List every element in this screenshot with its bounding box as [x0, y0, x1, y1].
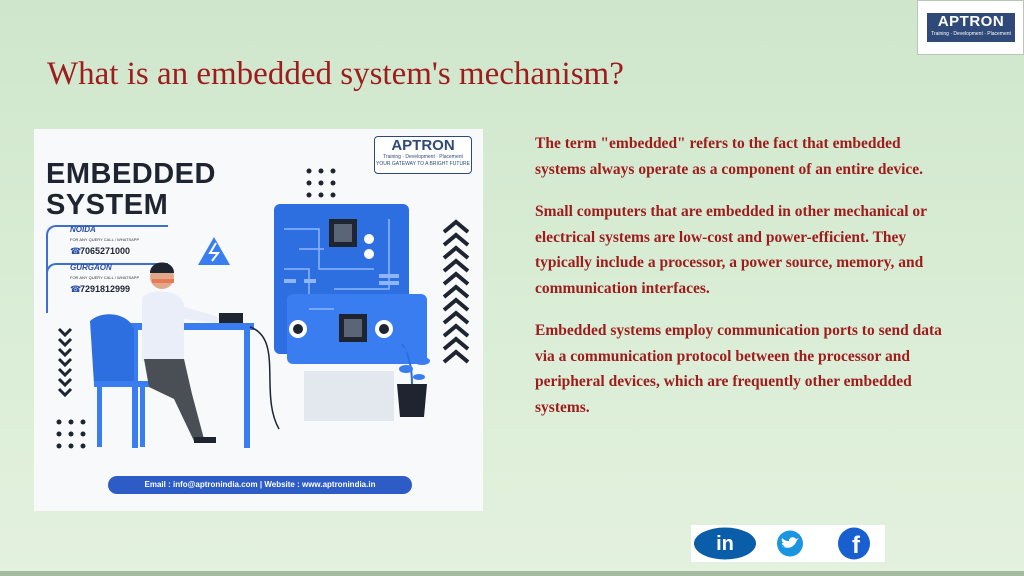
- paragraph: Small computers that are embedded in oth…: [535, 203, 927, 297]
- slide-body: The term "embedded" refers to the fact t…: [535, 131, 955, 437]
- circuit-board-illustration: [274, 204, 427, 364]
- dot-grid-icon: [56, 419, 86, 449]
- aptron-logo: APTRON Training · Development · Placemen…: [917, 0, 1024, 55]
- bottom-border: [0, 571, 1024, 576]
- dot-grid-icon: [306, 168, 336, 198]
- engineer-person-illustration: [142, 262, 219, 443]
- poster-logo-slogan: YOUR GATEWAY TO A BRIGHT FUTURE: [376, 161, 470, 167]
- lightning-warning-icon: [198, 237, 230, 265]
- contact-city: GURGAON: [70, 263, 112, 272]
- poster-title-line2: SYSTEM: [46, 189, 169, 221]
- poster-logo-wordmark: APTRON: [391, 137, 455, 154]
- paragraph: The term "embedded" refers to the fact t…: [535, 135, 924, 178]
- phone-icon: ☎: [70, 246, 82, 256]
- contact-gurgaon: GURGAON FOR ANY QUERY CALL / WHATSAPP ☎ …: [46, 263, 168, 313]
- chevron-up-icon: [442, 219, 470, 364]
- potted-plant-illustration: [393, 343, 430, 417]
- social-links-bar: in f: [691, 525, 885, 562]
- contact-subtext: FOR ANY QUERY CALL / WHATSAPP: [70, 275, 140, 280]
- paragraph: Embedded systems employ communication po…: [535, 322, 942, 416]
- contact-city: NOIDA: [70, 225, 96, 234]
- twitter-icon[interactable]: [777, 530, 803, 557]
- chevron-down-icon: [57, 327, 73, 398]
- contact-footer-bar: Email : info@aptronindia.com | Website :…: [108, 476, 412, 494]
- poster-logo-tagline: Training · Development · Placement: [383, 154, 463, 160]
- linkedin-icon[interactable]: in: [694, 527, 756, 560]
- linkedin-label: in: [716, 533, 734, 555]
- embedded-system-poster: EMBEDDED SYSTEM APTRON Training · Develo…: [34, 129, 483, 511]
- contact-noida: NOIDA FOR ANY QUERY CALL / WHATSAPP ☎ 70…: [46, 225, 168, 275]
- poster-logo: APTRON Training · Development · Placemen…: [374, 136, 472, 174]
- desk-illustration: [129, 313, 280, 448]
- aptron-logo-badge: APTRON Training · Development · Placemen…: [927, 13, 1015, 42]
- contact-phone: 7065271000: [80, 246, 131, 256]
- contact-phone: 7291812999: [80, 284, 131, 294]
- poster-illustration: [56, 168, 470, 449]
- chair-illustration: [90, 314, 149, 447]
- logo-wordmark: APTRON: [937, 13, 1005, 30]
- shelf-illustration: [304, 371, 394, 421]
- social-icons: in f: [694, 527, 870, 560]
- slide-title: What is an embedded system's mechanism?: [47, 56, 624, 92]
- facebook-icon[interactable]: f: [838, 527, 870, 560]
- facebook-label: f: [852, 532, 861, 559]
- poster-title: EMBEDDED SYSTEM: [46, 159, 216, 221]
- contact-subtext: FOR ANY QUERY CALL / WHATSAPP: [70, 237, 140, 242]
- poster-title-line1: EMBEDDED: [46, 158, 216, 190]
- logo-tagline: Training · Development · Placement: [931, 31, 1011, 37]
- phone-icon: ☎: [70, 284, 82, 294]
